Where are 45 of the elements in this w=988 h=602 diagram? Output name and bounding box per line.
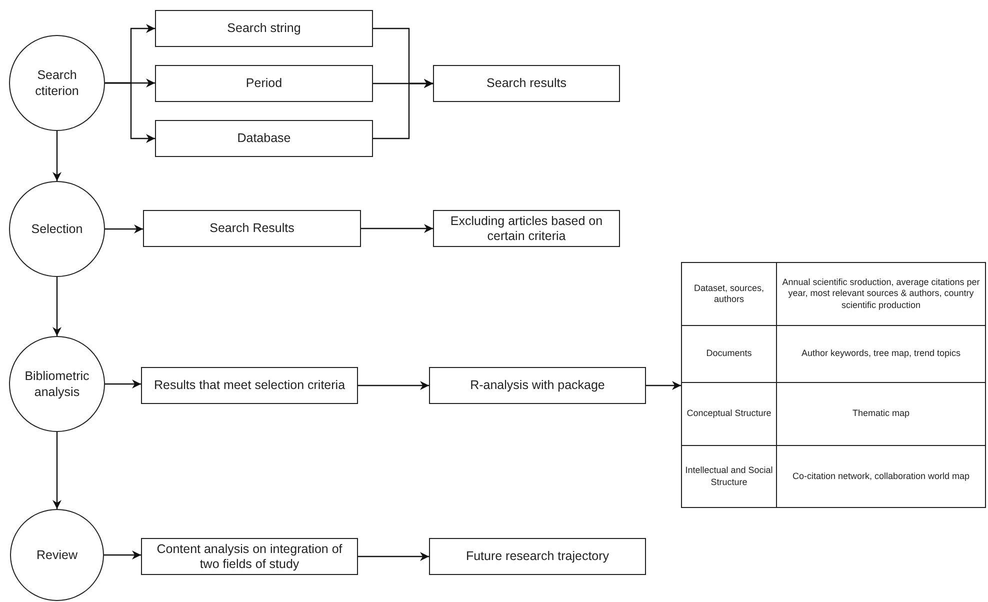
box-label: R-analysis with package — [470, 378, 605, 393]
process-box — [433, 210, 620, 247]
arrow — [52, 131, 62, 181]
table-cell: Author keywords, tree map, trend topics — [777, 326, 985, 383]
box-label: Search Results — [210, 221, 294, 236]
process-box — [429, 367, 646, 404]
box-label: Future research trajectory — [466, 549, 610, 564]
results-table — [681, 262, 986, 508]
arrow — [104, 550, 141, 560]
arrow — [52, 277, 62, 336]
arrow — [646, 381, 681, 390]
arrow — [52, 432, 62, 509]
arrow — [105, 380, 141, 388]
box-label: Database — [237, 131, 291, 146]
box-label: Search results — [486, 76, 566, 91]
process-box — [433, 65, 620, 102]
box-label: Excluding articles based on certain criteria — [449, 214, 604, 244]
table-cell: Documents — [682, 326, 777, 383]
arrow — [373, 79, 433, 140]
table-cell: Thematic map — [777, 383, 985, 446]
table-cell-text: Co-citation network, collaboration world map — [791, 470, 971, 483]
box-label: Results that meet selection criteria — [154, 378, 346, 393]
box-label: Search string — [227, 21, 301, 36]
process-box — [429, 538, 646, 575]
process-box — [155, 65, 373, 102]
arrow — [105, 82, 155, 143]
arrow — [361, 224, 433, 233]
table-cell: Intellectual and Social Structure — [682, 446, 777, 507]
box-label: Content analysis on integration of two fields of study — [156, 542, 344, 572]
table-cell: Conceptual Structure — [682, 383, 777, 446]
stage-label: Selection — [31, 220, 83, 238]
stage-label: Review — [36, 546, 78, 564]
table-cell: Annual scientific sroduction, average citations per year, most relevant sources & authors, country scientific production — [777, 263, 985, 326]
arrow — [358, 552, 429, 561]
process-box — [141, 538, 358, 575]
process-box — [143, 210, 361, 247]
arrow — [358, 381, 429, 390]
process-box — [155, 10, 373, 47]
stage-label: Search ctiterion — [34, 66, 80, 100]
arrow — [105, 224, 143, 234]
process-box — [141, 367, 358, 404]
process-box — [155, 120, 373, 157]
table-cell: Dataset, sources, authors — [682, 263, 777, 326]
stage-label: Bibliometric analysis — [24, 368, 90, 400]
box-label: Period — [246, 76, 282, 91]
